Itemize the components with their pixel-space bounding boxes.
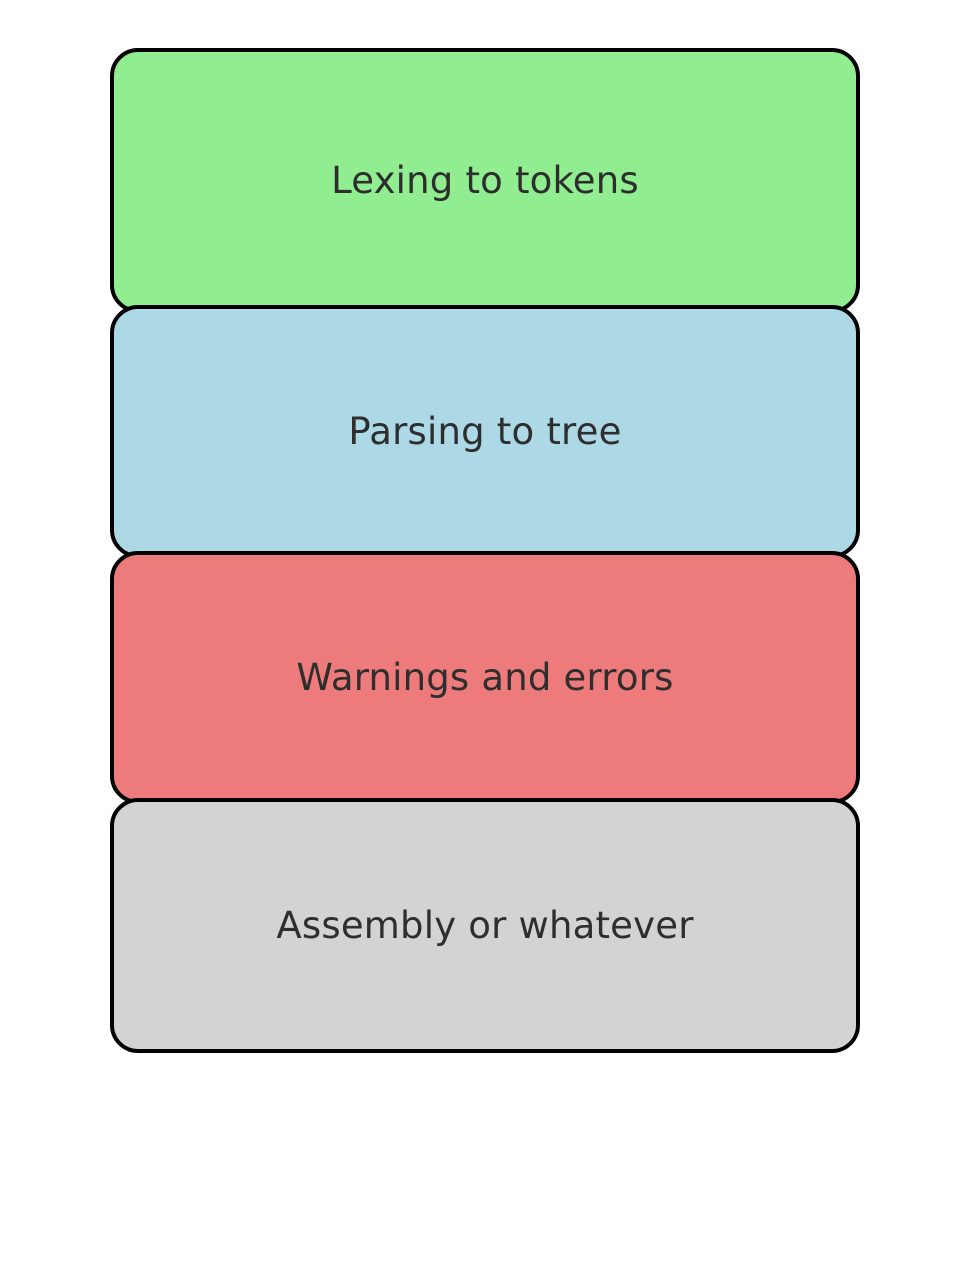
stage-box-assembly[interactable]: Assembly or whatever: [110, 798, 860, 1053]
stage-box-warnings[interactable]: Warnings and errors: [110, 551, 860, 804]
stage-label-parsing: Parsing to tree: [348, 410, 622, 453]
stage-label-lexing: Lexing to tokens: [331, 159, 639, 202]
stage-box-lexing[interactable]: Lexing to tokens: [110, 48, 860, 313]
stage-label-warnings: Warnings and errors: [296, 656, 674, 699]
stage-box-parsing[interactable]: Parsing to tree: [110, 305, 860, 558]
stage-label-assembly: Assembly or whatever: [276, 904, 694, 947]
